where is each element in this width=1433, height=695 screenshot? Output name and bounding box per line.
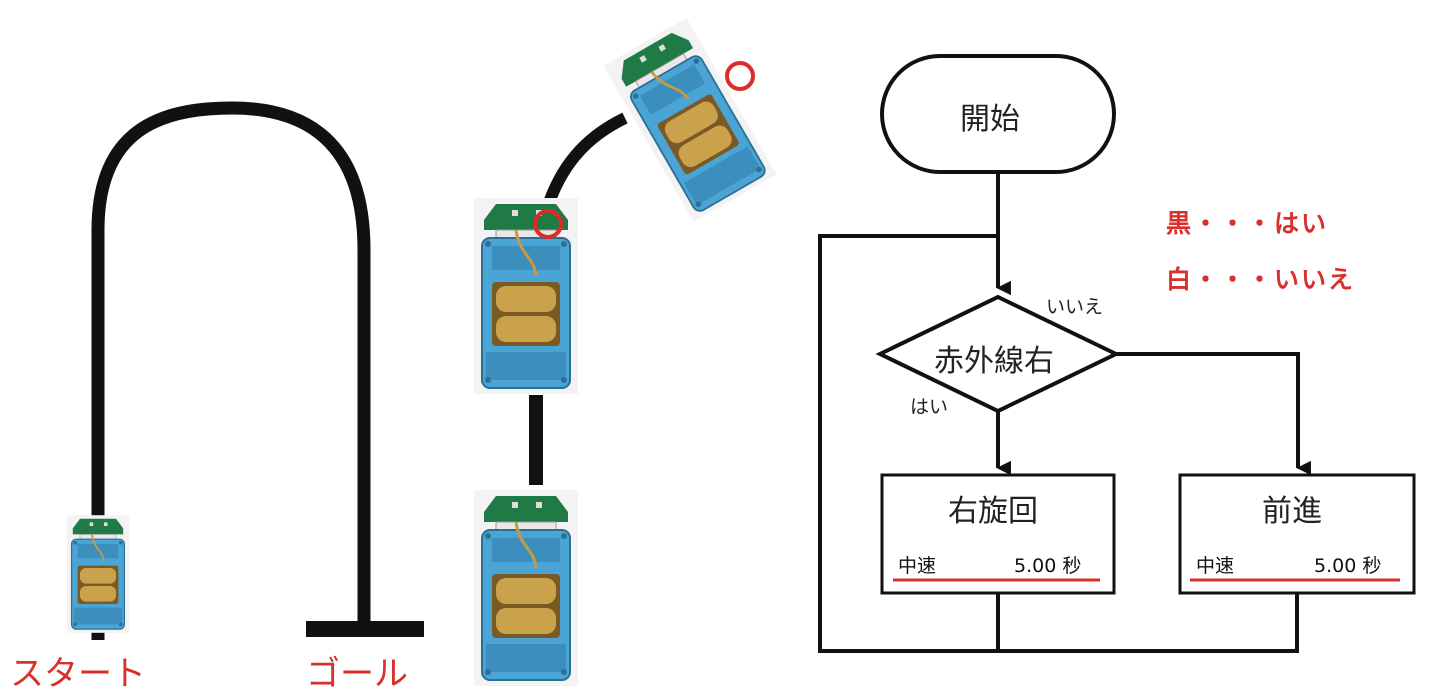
forward-title: 前進 <box>1262 494 1322 529</box>
robot-straight <box>472 488 580 688</box>
middle-course-line <box>529 112 628 485</box>
yes-label: はい <box>910 396 949 418</box>
forward-duration: 5.00 秒 <box>1314 555 1382 577</box>
turn-right-process <box>880 473 1116 595</box>
goal-bar <box>306 621 424 637</box>
forward-process <box>1178 473 1416 595</box>
start-label: スタート <box>10 654 146 694</box>
right-sensor-marker <box>533 209 563 239</box>
no-label: いいえ <box>1046 296 1104 318</box>
right-sensor-marker-turned <box>725 61 755 91</box>
decision-text: 赤外線右 <box>934 344 1054 379</box>
merge-line <box>998 593 1299 653</box>
robot-turned <box>602 16 778 224</box>
turn-right-speed: 中速 <box>898 555 937 577</box>
turn-right-title: 右旋回 <box>948 494 1038 529</box>
goal-label: ゴール <box>306 654 408 694</box>
robot-start <box>65 514 131 634</box>
legend-white: 白・・・いいえ <box>1166 265 1356 294</box>
arrow-no <box>1116 352 1311 476</box>
forward-speed: 中速 <box>1196 555 1235 577</box>
course-line <box>91 101 424 640</box>
turn-right-duration: 5.00 秒 <box>1014 555 1082 577</box>
flowchart <box>818 54 1416 653</box>
start-terminal-text: 開始 <box>960 102 1020 137</box>
loop-back-line <box>818 234 1000 653</box>
legend-black: 黒・・・はい <box>1166 209 1329 238</box>
